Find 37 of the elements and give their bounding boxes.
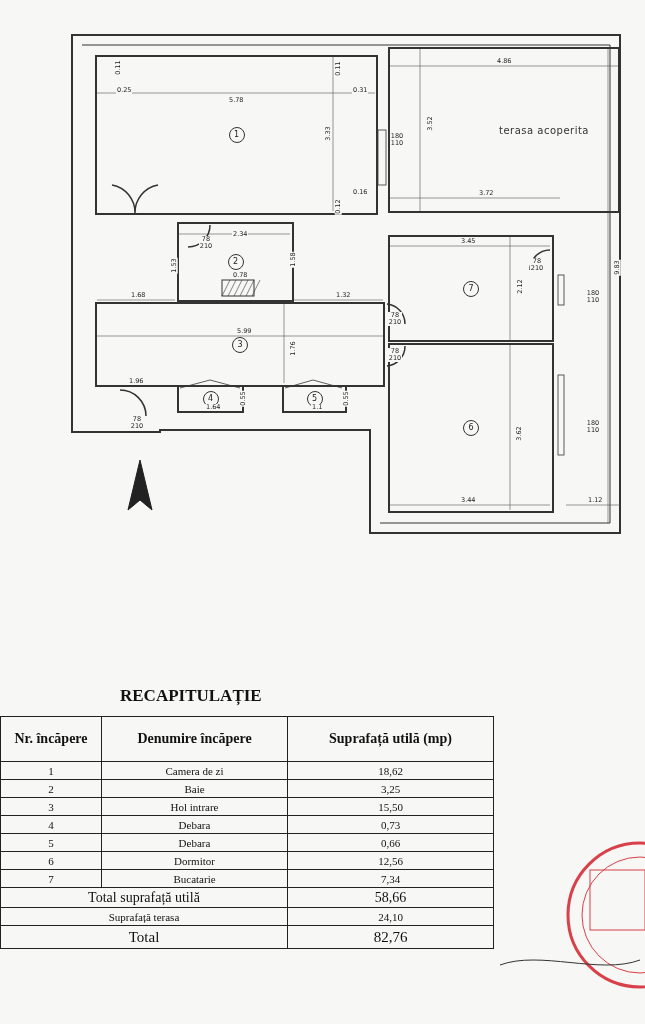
- room-outline: [95, 55, 378, 215]
- room-outline: [388, 235, 554, 342]
- column-header: Nr. încăpere: [0, 716, 102, 762]
- room-number: 6: [463, 420, 479, 436]
- table-cell: Debara: [101, 833, 288, 852]
- table-cell: 7,34: [287, 869, 494, 888]
- table-cell: Suprafață terasa: [0, 907, 288, 926]
- table-cell: 82,76: [287, 925, 494, 949]
- table-cell: 24,10: [287, 907, 494, 926]
- table-cell: 12,56: [287, 851, 494, 870]
- table-cell: 4: [0, 815, 102, 834]
- table-cell: Bucatarie: [101, 869, 288, 888]
- table-cell: Total suprafață utilă: [0, 887, 288, 908]
- area-name: terasa acoperita: [499, 124, 589, 136]
- table-cell: 7: [0, 869, 102, 888]
- table-cell: 18,62: [287, 761, 494, 780]
- table-cell: 58,66: [287, 887, 494, 908]
- table-cell: 1: [0, 761, 102, 780]
- column-header: Suprafață utilă (mp): [287, 716, 494, 762]
- table-cell: Camera de zi: [101, 761, 288, 780]
- table-cell: 3: [0, 797, 102, 816]
- table-cell: Hol intrare: [101, 797, 288, 816]
- room-outline: [388, 343, 554, 513]
- table-cell: 6: [0, 851, 102, 870]
- table-cell: 15,50: [287, 797, 494, 816]
- table-cell: 0,73: [287, 815, 494, 834]
- table-cell: Baie: [101, 779, 288, 798]
- table-cell: 5: [0, 833, 102, 852]
- table-cell: 0,66: [287, 833, 494, 852]
- column-header: Denumire încăpere: [101, 716, 288, 762]
- table-cell: Debara: [101, 815, 288, 834]
- terrace-outline: [388, 47, 620, 213]
- table-cell: Total: [0, 925, 288, 949]
- table-cell: 3,25: [287, 779, 494, 798]
- table-cell: Dormitor: [101, 851, 288, 870]
- table-title: RECAPITULAȚIE: [120, 686, 262, 706]
- table-cell: 2: [0, 779, 102, 798]
